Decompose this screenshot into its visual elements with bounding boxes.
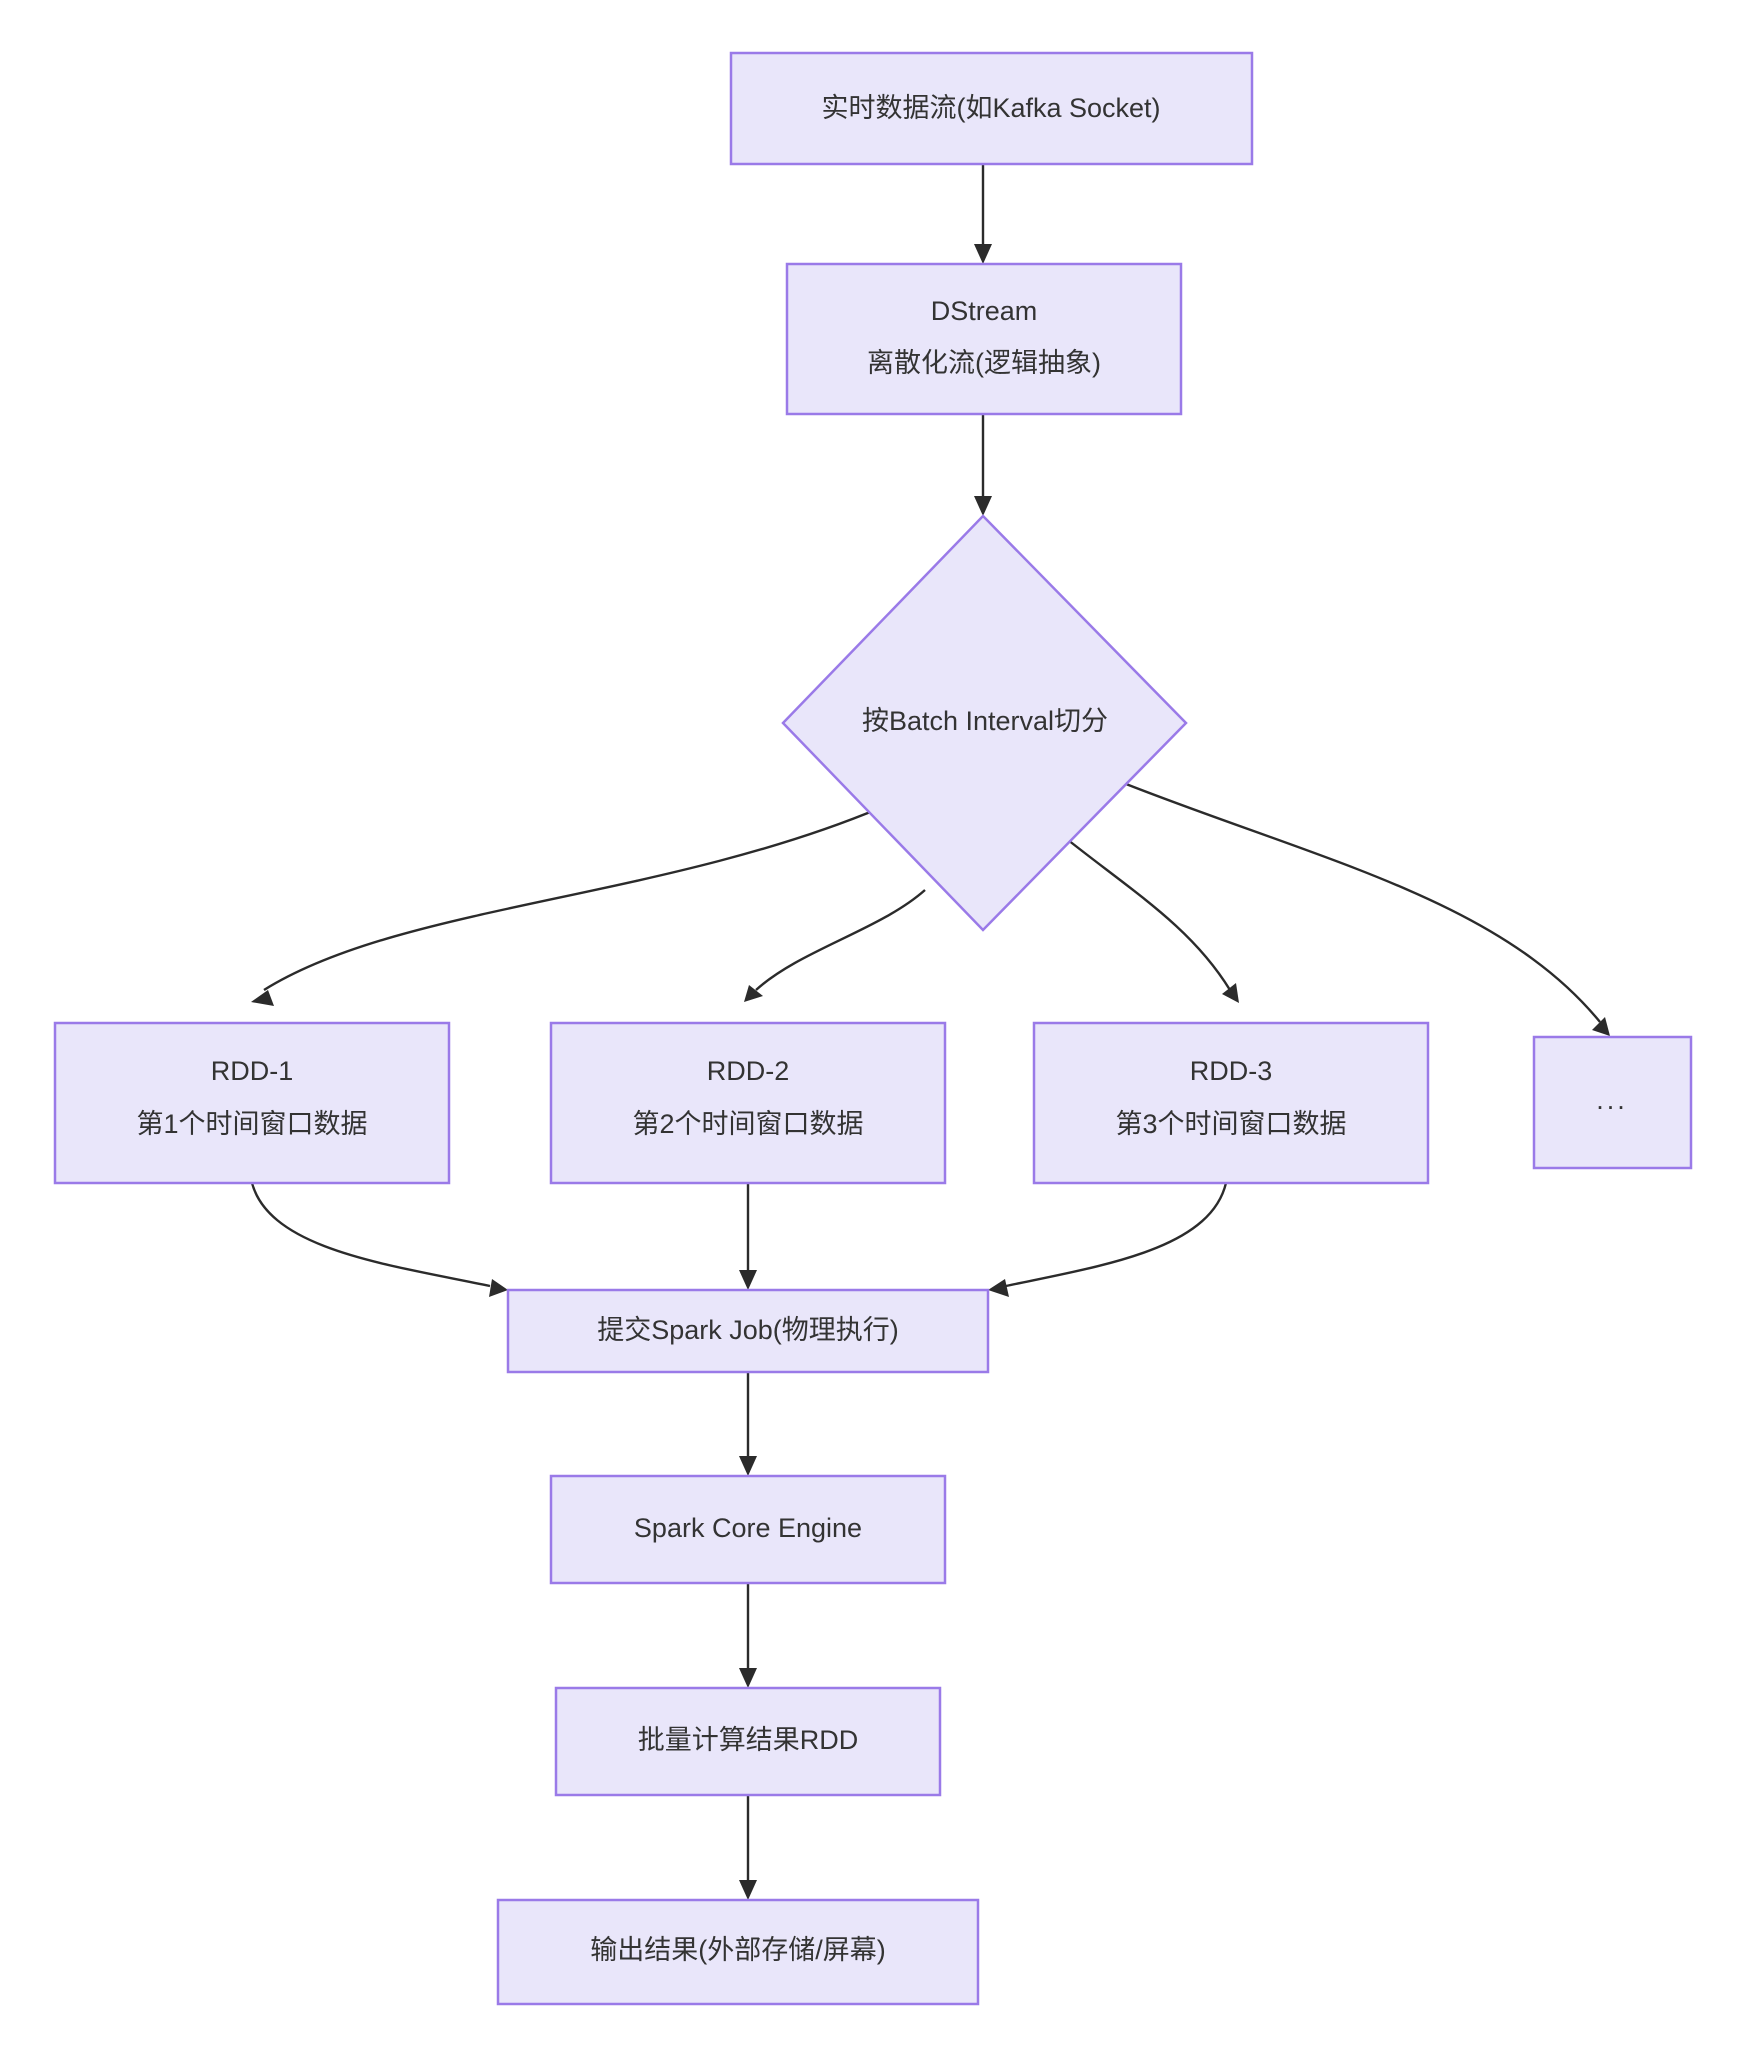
node-submit[interactable]: 提交Spark Job(物理执行) xyxy=(506,1288,990,1374)
node-rdd3-label-line2: 第3个时间窗口数据 xyxy=(1115,1109,1346,1139)
edge-split-to-more xyxy=(1125,782,1610,1036)
node-source[interactable]: 实时数据流(如Kafka Socket) xyxy=(729,51,1254,166)
node-rdd1-label-line1: RDD-1 xyxy=(211,1056,294,1086)
node-rdd1[interactable]: RDD-1 第1个时间窗口数据 xyxy=(53,1021,451,1185)
node-layer: 实时数据流(如Kafka Socket) DStream 离散化流(逻辑抽象) … xyxy=(53,51,1693,2006)
node-output-label: 输出结果(外部存储/屏幕) xyxy=(590,1935,885,1965)
node-engine-shape[interactable] xyxy=(549,1474,947,1585)
node-rdd1-label-line2: 第1个时间窗口数据 xyxy=(136,1109,367,1139)
node-source-label: 实时数据流(如Kafka Socket) xyxy=(821,93,1160,123)
edge-engine-to-result xyxy=(739,1583,757,1688)
node-split[interactable]: 按Batch Interval切分 xyxy=(781,514,1188,932)
node-rdd2-label-line1: RDD-2 xyxy=(707,1056,790,1086)
edge-source-to-dstream xyxy=(974,164,992,264)
node-engine[interactable]: Spark Core Engine xyxy=(549,1474,947,1585)
node-rdd1-shape[interactable] xyxy=(53,1021,451,1185)
edge-split-to-rdd3 xyxy=(1057,831,1239,1003)
node-split-label: 按Batch Interval切分 xyxy=(862,706,1108,736)
node-rdd2[interactable]: RDD-2 第2个时间窗口数据 xyxy=(549,1021,947,1185)
edge-submit-to-engine xyxy=(739,1372,757,1476)
node-rdd2-shape[interactable] xyxy=(549,1021,947,1185)
node-result-label: 批量计算结果RDD xyxy=(638,1725,859,1755)
edge-result-to-output xyxy=(739,1795,757,1900)
edge-rdd3-to-submit xyxy=(988,1182,1228,1297)
node-output-shape[interactable] xyxy=(496,1898,980,2006)
node-result[interactable]: 批量计算结果RDD xyxy=(554,1686,942,1797)
node-dstream-label-line1: DStream xyxy=(931,296,1038,326)
node-dstream[interactable]: DStream 离散化流(逻辑抽象) xyxy=(785,262,1183,416)
edge-dstream-to-split xyxy=(974,414,992,516)
node-output[interactable]: 输出结果(外部存储/屏幕) xyxy=(496,1898,980,2006)
node-split-shape[interactable] xyxy=(781,514,1188,932)
node-rdd3-label-line1: RDD-3 xyxy=(1190,1056,1273,1086)
node-more-label: ... xyxy=(1596,1085,1628,1115)
edge-rdd1-to-submit xyxy=(250,1182,508,1297)
node-rdd3-shape[interactable] xyxy=(1032,1021,1430,1185)
node-dstream-shape[interactable] xyxy=(785,262,1183,416)
node-rdd3[interactable]: RDD-3 第3个时间窗口数据 xyxy=(1032,1021,1430,1185)
node-submit-shape[interactable] xyxy=(506,1288,990,1374)
node-source-shape[interactable] xyxy=(729,51,1254,166)
node-rdd2-label-line2: 第2个时间窗口数据 xyxy=(632,1109,863,1139)
node-more-shape[interactable] xyxy=(1532,1035,1693,1170)
node-dstream-label-line2: 离散化流(逻辑抽象) xyxy=(867,348,1101,378)
edge-rdd2-to-submit xyxy=(739,1183,757,1290)
edge-split-to-rdd1 xyxy=(251,806,881,1006)
node-submit-label: 提交Spark Job(物理执行) xyxy=(597,1315,899,1345)
edge-layer xyxy=(250,164,1610,1900)
node-engine-label: Spark Core Engine xyxy=(634,1513,862,1543)
node-more[interactable]: ... xyxy=(1532,1035,1693,1170)
node-result-shape[interactable] xyxy=(554,1686,942,1797)
edge-split-to-rdd2 xyxy=(744,889,926,1002)
